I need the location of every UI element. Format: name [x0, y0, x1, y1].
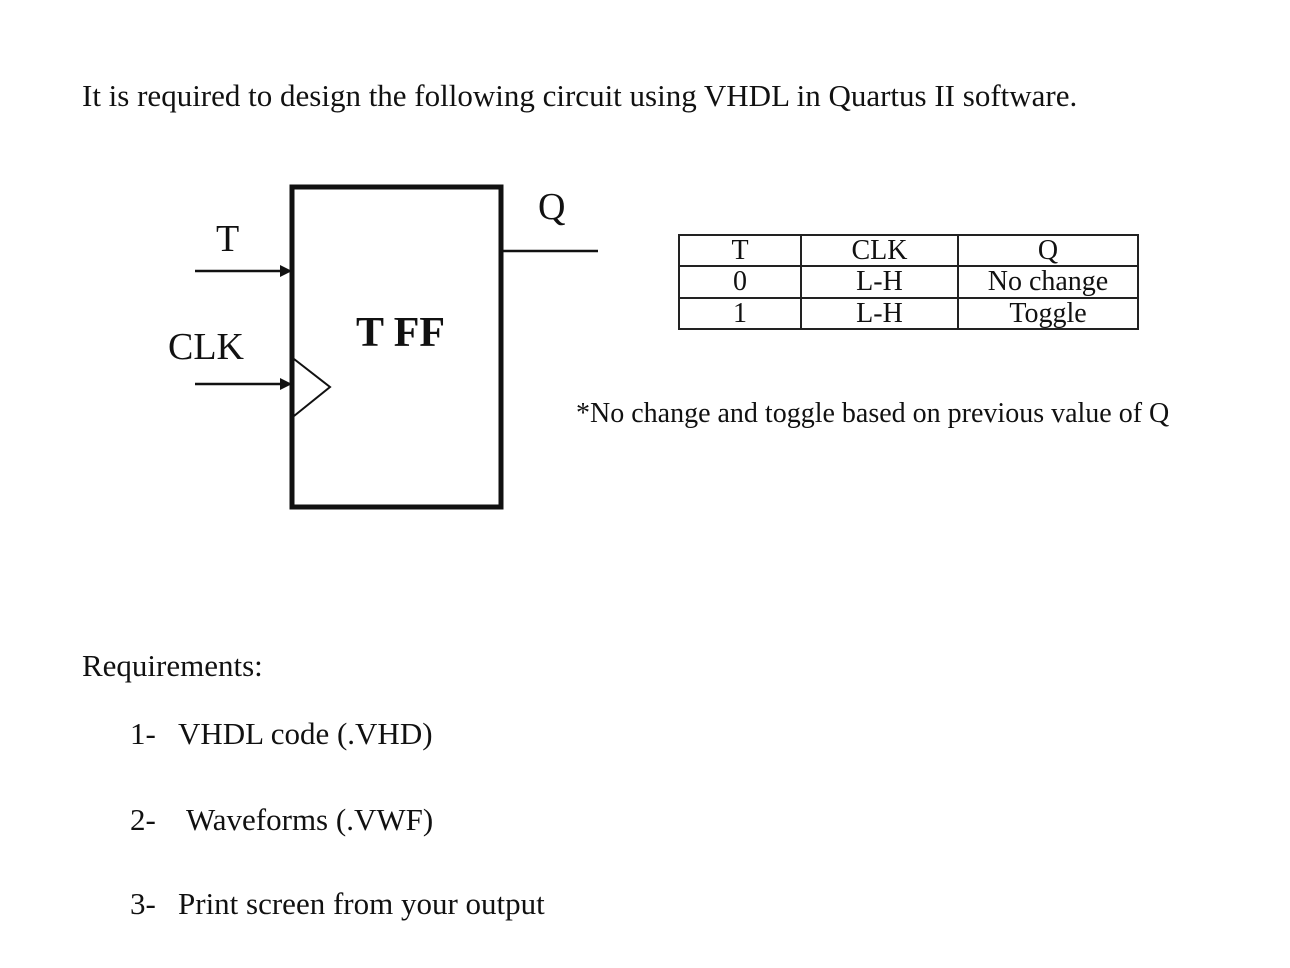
q-output-label: Q	[538, 186, 566, 228]
truth-table-cell: Toggle	[957, 296, 1139, 331]
truth-table-header-row: T CLK Q	[678, 233, 1139, 268]
requirement-number: 3-	[130, 886, 156, 921]
requirement-item: 1- VHDL code (.VHD)	[130, 716, 433, 752]
table-note: *No change and toggle based on previous …	[576, 398, 1170, 429]
requirement-number: 1-	[130, 716, 156, 751]
requirement-text: Waveforms (.VWF)	[186, 802, 434, 837]
requirements-title: Requirements:	[82, 648, 263, 683]
truth-table-cell: 0	[678, 265, 802, 299]
t-input-arrowhead	[280, 265, 292, 277]
truth-table: T CLK Q 0 L-H No change 1 L-H Toggle	[678, 233, 1139, 331]
truth-table-header-t: T	[678, 233, 802, 268]
truth-table-row: 1 L-H Toggle	[678, 296, 1139, 331]
clk-input-label: CLK	[168, 326, 244, 368]
truth-table-row: 0 L-H No change	[678, 265, 1139, 299]
tff-block	[289, 184, 504, 510]
requirement-item: 2- Waveforms (.VWF)	[130, 802, 433, 838]
truth-table-cell: 1	[678, 296, 802, 331]
requirement-text: VHDL code (.VHD)	[178, 716, 433, 751]
clk-input-arrowhead	[280, 378, 292, 390]
requirement-number: 2-	[130, 802, 156, 837]
truth-table-header-clk: CLK	[800, 233, 959, 268]
t-input-label: T	[216, 218, 240, 260]
intro-text: It is required to design the following c…	[82, 78, 1078, 113]
truth-table-cell: No change	[957, 265, 1139, 299]
truth-table-cell: L-H	[800, 296, 959, 331]
clock-edge-triangle	[293, 358, 332, 417]
truth-table-cell: L-H	[800, 265, 959, 299]
truth-table-header-q: Q	[957, 233, 1139, 268]
requirement-item: 3- Print screen from your output	[130, 886, 545, 922]
tff-block-label: T FF	[356, 310, 446, 356]
requirement-text: Print screen from your output	[178, 886, 545, 921]
